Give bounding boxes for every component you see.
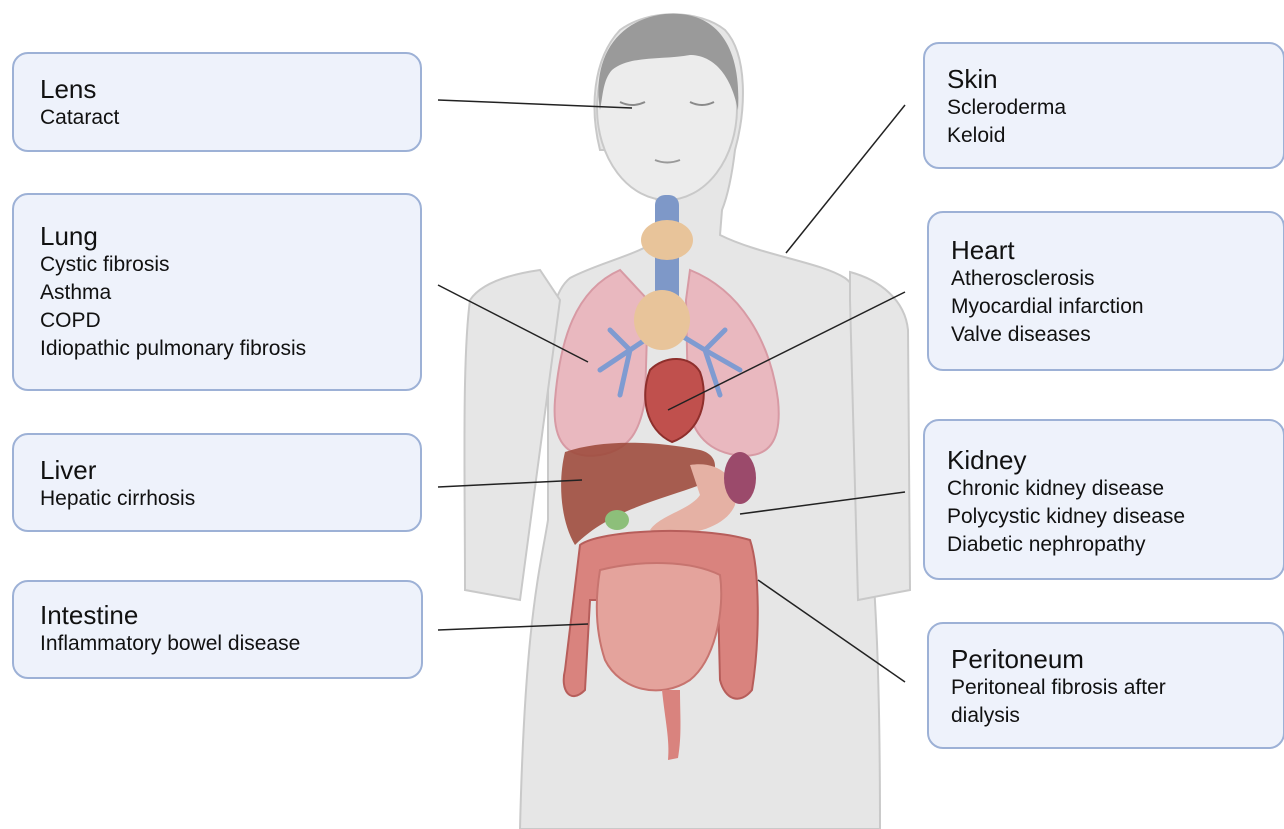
kidney: [724, 452, 756, 504]
gallbladder: [605, 510, 629, 530]
lens-item: Cataract: [40, 104, 420, 132]
liver-title: Liver: [40, 455, 420, 485]
heart-box: Heart Atherosclerosis Myocardial infarct…: [927, 211, 1284, 371]
intestine-box: Intestine Inflammatory bowel disease: [12, 580, 423, 679]
skin-item: Keloid: [947, 122, 1283, 150]
lens-box: Lens Cataract: [12, 52, 422, 152]
lung-item: Cystic fibrosis: [40, 251, 420, 279]
lens-title: Lens: [40, 74, 420, 104]
kidney-item: Polycystic kidney disease: [947, 503, 1283, 531]
skin-title: Skin: [947, 64, 1283, 94]
lung-box: Lung Cystic fibrosis Asthma COPD Idiopat…: [12, 193, 422, 391]
peritoneum-item: Peritoneal fibrosis after: [951, 674, 1283, 702]
kidney-item: Chronic kidney disease: [947, 475, 1283, 503]
heart-item: Atherosclerosis: [951, 265, 1283, 293]
heart-item: Myocardial infarction: [951, 293, 1283, 321]
heart-title: Heart: [951, 235, 1283, 265]
peritoneum-title: Peritoneum: [951, 644, 1283, 674]
lung-item: COPD: [40, 307, 420, 335]
liver-item: Hepatic cirrhosis: [40, 485, 420, 513]
heart-item: Valve diseases: [951, 321, 1283, 349]
intestine-title: Intestine: [40, 600, 421, 630]
kidney-title: Kidney: [947, 445, 1283, 475]
skin-box: Skin Scleroderma Keloid: [923, 42, 1284, 169]
kidney-box: Kidney Chronic kidney disease Polycystic…: [923, 419, 1284, 580]
skin-item: Scleroderma: [947, 94, 1283, 122]
lung-title: Lung: [40, 221, 420, 251]
kidney-item: Diabetic nephropathy: [947, 531, 1283, 559]
intestine-item: Inflammatory bowel disease: [40, 630, 421, 658]
lung-item: Asthma: [40, 279, 420, 307]
peritoneum-item: dialysis: [951, 702, 1283, 730]
thyroid: [641, 220, 693, 260]
thymus: [634, 290, 690, 350]
lung-item: Idiopathic pulmonary fibrosis: [40, 335, 420, 363]
liver-box: Liver Hepatic cirrhosis: [12, 433, 422, 532]
peritoneum-box: Peritoneum Peritoneal fibrosis after dia…: [927, 622, 1284, 749]
